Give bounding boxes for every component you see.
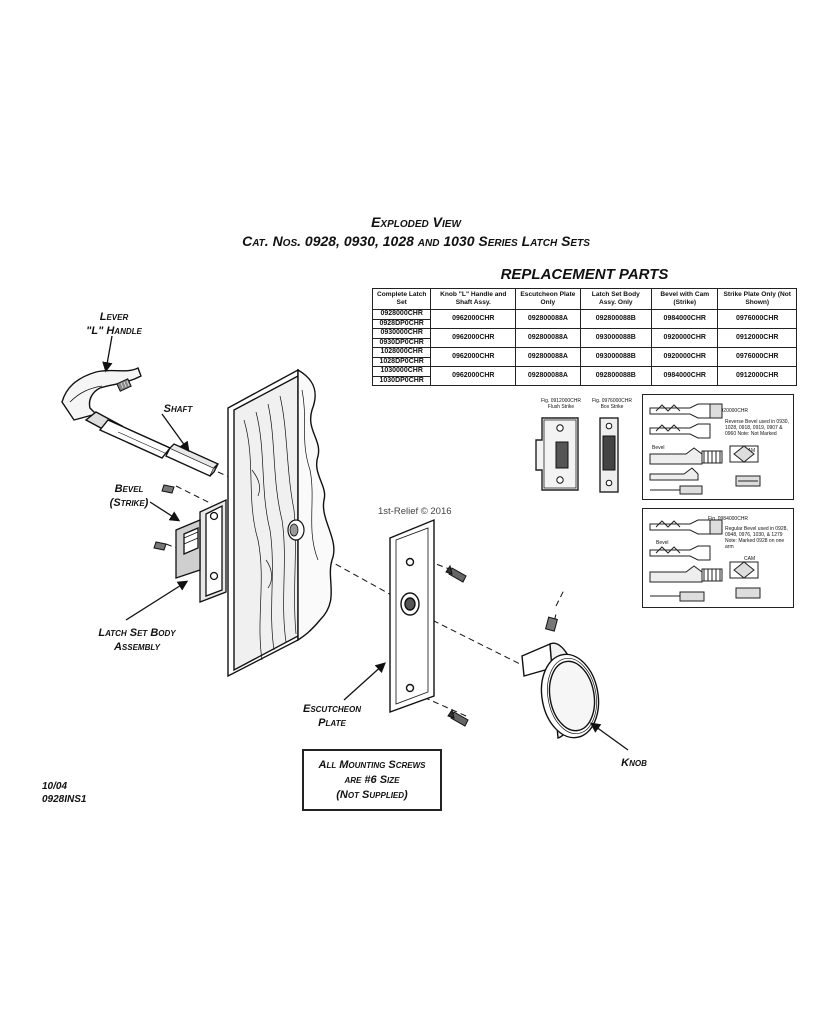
knob-icon xyxy=(521,642,600,739)
flush-strike-icon xyxy=(535,417,579,491)
bevel1-figure xyxy=(649,403,761,495)
table-cell: 0912000CHR xyxy=(717,366,797,386)
copyright-watermark: 1st-Relief © 2016 xyxy=(378,506,452,517)
lever-handle-label: Lever"L" Handle xyxy=(86,311,142,337)
mounting-screw-icon xyxy=(445,564,469,727)
bevel-strike-label: Bevel(Strike) xyxy=(109,483,149,509)
knob-label: Knob xyxy=(621,757,647,769)
diagram-title: Exploded View xyxy=(371,214,461,230)
replacement-parts-table: Complete Latch Set Knob "L" Handle and S… xyxy=(371,288,797,386)
bevel2-fig-label: Fig. 0984000CHR xyxy=(708,516,749,522)
strike-plates-figure xyxy=(535,417,619,493)
bevel1-fig-label: Fig. 0920000CHR xyxy=(708,408,749,414)
shaft-icon xyxy=(165,443,220,477)
table-cell: 0912000CHR xyxy=(717,328,797,348)
column-header: Complete Latch Set xyxy=(371,288,432,310)
mounting-screw-icon xyxy=(153,484,175,551)
bevel1-label: Bevel xyxy=(652,445,665,451)
box-strike-icon xyxy=(599,417,619,493)
document-code: 10/04 0928INS1 xyxy=(42,781,87,805)
table-cell: 0984000CHR xyxy=(651,366,719,386)
escutcheon-plate-icon xyxy=(389,518,435,713)
bevel1-note: Reverse Bevel used in 0930, 1028, 0918, … xyxy=(725,419,789,437)
table-cell: 092800088A xyxy=(515,366,581,386)
latch-set-body-icon xyxy=(175,498,227,603)
set-screw-icon xyxy=(116,378,132,392)
bevel-figure-box-1 xyxy=(642,394,794,500)
screw-note-line: are #6 Size xyxy=(344,773,400,786)
screw-note-box: All Mounting Screws are #6 Size (Not Sup… xyxy=(302,749,442,811)
table-header-row: Complete Latch Set Knob "L" Handle and S… xyxy=(371,288,797,310)
bevel2-cam-label: CAM xyxy=(744,556,756,562)
column-header: Knob "L" Handle and Shaft Assy. xyxy=(430,288,517,310)
screw-note-line: All Mounting Screws xyxy=(318,758,426,771)
shaft-label: Shaft xyxy=(163,403,193,415)
bevel-figure-box-2 xyxy=(642,508,794,608)
lever-handle-icon xyxy=(61,367,181,459)
replacement-parts-heading: REPLACEMENT PARTS xyxy=(500,266,669,283)
bevel2-figure xyxy=(649,519,761,602)
diagram-subtitle: Cat. Nos. 0928, 0930, 1028 and 1030 Seri… xyxy=(242,233,590,249)
bevel2-label: Bevel xyxy=(656,540,669,546)
screw-note-line: (Not Supplied) xyxy=(336,788,408,801)
knob-set-screw-icon xyxy=(544,616,558,632)
door-panel-icon xyxy=(227,368,335,678)
bevel2-note: Regular Bevel used in 0928, 0948, 0976, … xyxy=(725,526,788,550)
